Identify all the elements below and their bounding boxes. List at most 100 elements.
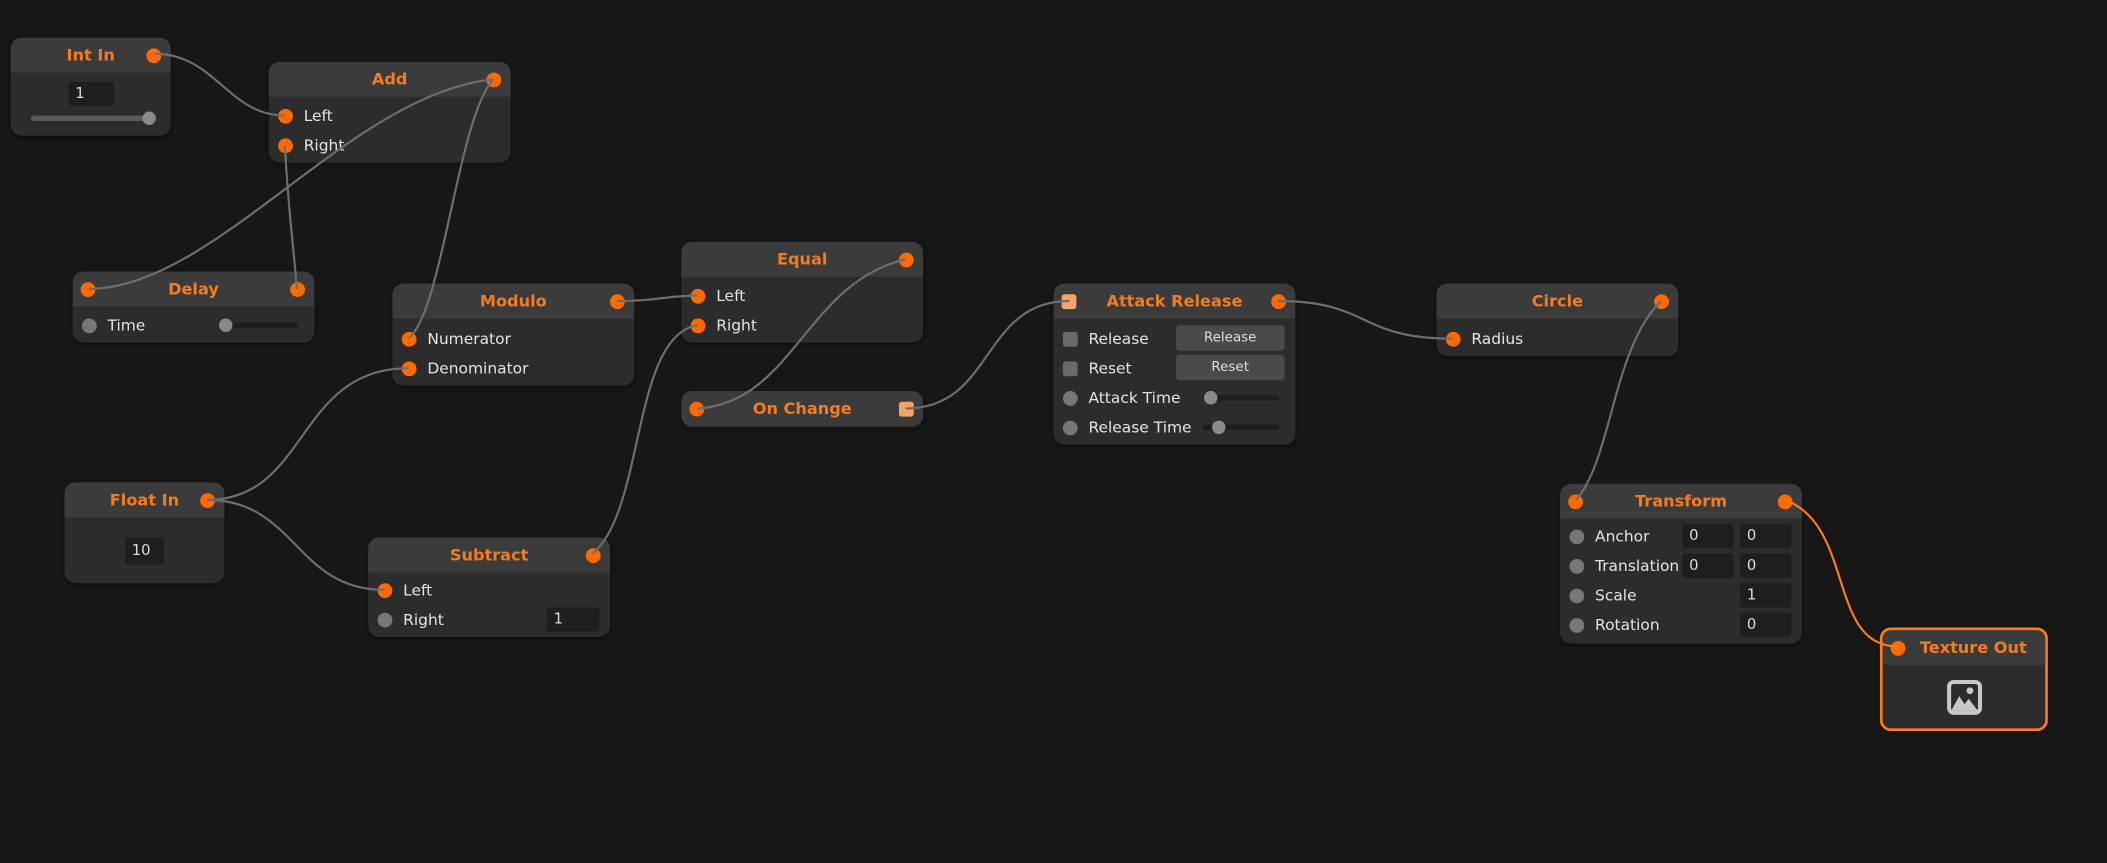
node-header[interactable]: Float In: [64, 482, 225, 518]
input-port[interactable]: [689, 401, 705, 416]
input-port[interactable]: [278, 108, 293, 123]
input-left: Left: [269, 101, 511, 131]
trigger-input-port[interactable]: [1062, 331, 1078, 347]
node-attack-release[interactable]: Attack Release Release Release Reset Res…: [1053, 283, 1296, 445]
port-label: Rotation: [1595, 615, 1660, 635]
image-icon: [1947, 679, 1983, 715]
rotation-input[interactable]: 0: [1740, 612, 1792, 637]
node-header[interactable]: Subtract: [368, 537, 611, 573]
input-denominator: Denominator: [392, 353, 634, 383]
input-port[interactable]: [1445, 331, 1461, 347]
port-label: Scale: [1595, 585, 1637, 605]
output-port[interactable]: [146, 47, 162, 63]
port-label: Left: [403, 580, 433, 600]
int-value-input[interactable]: 1: [68, 81, 115, 107]
slider-knob[interactable]: [219, 318, 233, 332]
input-port[interactable]: [690, 288, 706, 304]
slider-knob[interactable]: [1204, 391, 1218, 405]
output-port[interactable]: [1271, 293, 1286, 309]
node-title: Add: [371, 69, 408, 89]
node-header[interactable]: Equal: [681, 241, 924, 277]
input-port[interactable]: [1890, 640, 1906, 656]
output-port[interactable]: [1777, 493, 1793, 509]
release-time-slider[interactable]: [1202, 420, 1280, 435]
input-port[interactable]: [377, 612, 393, 627]
time-slider[interactable]: [219, 318, 299, 332]
output-port[interactable]: [290, 281, 306, 297]
release-button[interactable]: Release: [1175, 325, 1285, 351]
node-circle[interactable]: Circle Radius: [1436, 283, 1679, 357]
node-header[interactable]: On Change: [681, 391, 924, 426]
trigger-input-port[interactable]: [1061, 293, 1077, 309]
node-header[interactable]: Delay: [72, 271, 315, 307]
input-port[interactable]: [1569, 617, 1585, 633]
output-port[interactable]: [1654, 293, 1669, 309]
input-port[interactable]: [1568, 493, 1583, 509]
input-port[interactable]: [690, 317, 706, 333]
node-header[interactable]: Attack Release: [1053, 283, 1296, 319]
port-label: Right: [403, 610, 444, 629]
slider-knob[interactable]: [1212, 420, 1226, 435]
port-label: Right: [716, 315, 757, 335]
input-right: Right 1: [368, 605, 610, 635]
wire-delay-add-right: [283, 145, 299, 289]
port-label: Denominator: [427, 358, 529, 378]
port-label: Translation: [1595, 556, 1680, 576]
translation-y-input[interactable]: 0: [1740, 553, 1792, 578]
node-modulo[interactable]: Modulo Numerator Denominator: [392, 283, 635, 386]
node-header[interactable]: Modulo: [392, 283, 635, 319]
input-port[interactable]: [401, 331, 417, 347]
anchor-x-input[interactable]: 0: [1682, 524, 1734, 549]
input-port[interactable]: [377, 582, 393, 598]
node-title: Float In: [109, 490, 180, 510]
input-right: Right: [269, 130, 511, 160]
float-value-input[interactable]: 10: [124, 537, 164, 565]
node-header[interactable]: Transform: [1560, 483, 1802, 519]
node-title: Subtract: [449, 545, 529, 565]
node-int-in[interactable]: Int In 1: [10, 37, 171, 136]
trigger-input-port[interactable]: [1062, 360, 1078, 376]
input-left: Left: [368, 575, 610, 605]
translation-x-input[interactable]: 0: [1682, 553, 1734, 578]
attack-time-slider[interactable]: [1202, 391, 1280, 405]
node-delay[interactable]: Delay Time: [72, 271, 315, 343]
output-port[interactable]: [898, 251, 914, 267]
output-port[interactable]: [486, 71, 502, 87]
input-port[interactable]: [401, 360, 417, 376]
node-title: Circle: [1531, 291, 1584, 311]
reset-button[interactable]: Reset: [1175, 354, 1285, 381]
node-transform[interactable]: Transform Anchor 0 0 Translation 0 0 Sca…: [1560, 483, 1802, 644]
node-float-in[interactable]: Float In 10: [64, 482, 225, 584]
node-header[interactable]: Texture Out: [1882, 630, 2046, 666]
wire-attackrelease-circle: [1277, 299, 1453, 340]
node-add[interactable]: Add Left Right: [268, 61, 511, 163]
node-on-change[interactable]: On Change: [681, 391, 924, 428]
input-port[interactable]: [81, 317, 97, 333]
trigger-output-port[interactable]: [898, 401, 914, 416]
scale-input[interactable]: 1: [1740, 583, 1792, 608]
output-port[interactable]: [200, 492, 215, 508]
output-port[interactable]: [610, 293, 625, 309]
input-port[interactable]: [80, 281, 96, 297]
slider-knob[interactable]: [142, 111, 156, 125]
port-label: Radius: [1471, 329, 1524, 349]
output-port[interactable]: [585, 547, 601, 563]
node-title: Delay: [168, 279, 219, 299]
wire-floatin-subtract-left: [206, 498, 385, 591]
input-port[interactable]: [1569, 558, 1585, 574]
int-slider[interactable]: [30, 111, 156, 125]
node-subtract[interactable]: Subtract Left Right 1: [368, 537, 611, 637]
node-texture-out[interactable]: Texture Out: [1879, 627, 2048, 731]
input-port[interactable]: [1569, 528, 1585, 544]
input-port[interactable]: [1569, 587, 1585, 603]
node-equal[interactable]: Equal Left Right: [681, 241, 924, 343]
node-header[interactable]: Add: [268, 61, 511, 97]
node-header[interactable]: Circle: [1436, 283, 1679, 319]
input-port[interactable]: [278, 137, 293, 153]
input-port[interactable]: [1062, 390, 1078, 406]
anchor-y-input[interactable]: 0: [1740, 524, 1792, 549]
node-header[interactable]: Int In: [10, 37, 171, 73]
input-port[interactable]: [1062, 419, 1078, 435]
right-value-input[interactable]: 1: [546, 607, 600, 632]
